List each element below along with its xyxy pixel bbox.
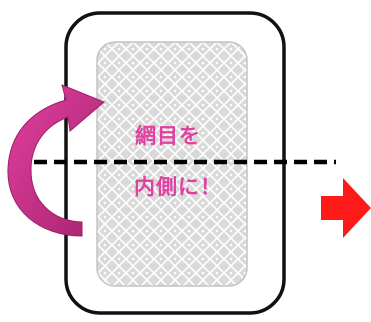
right-arrow-icon xyxy=(321,178,371,238)
caption-line-2: 内側に！ xyxy=(134,175,222,199)
curved-fold-arrow-icon xyxy=(7,84,105,237)
caption-line-1: 網目を xyxy=(135,124,201,148)
